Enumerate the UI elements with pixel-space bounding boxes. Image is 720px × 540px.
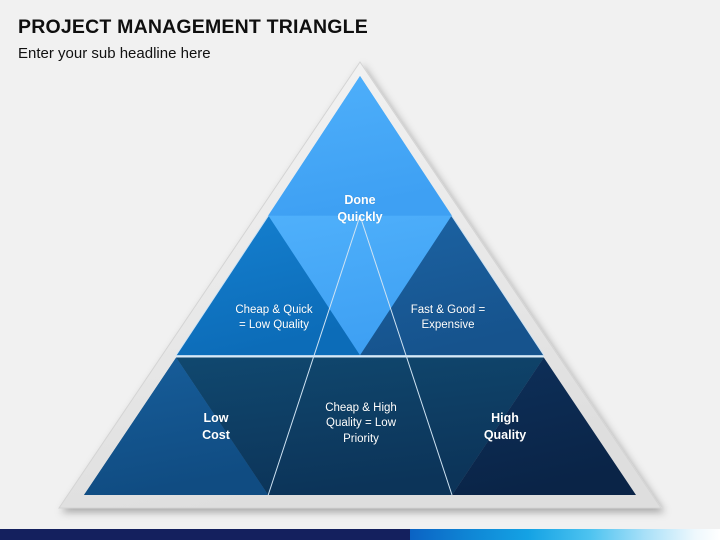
cell-low-cost-top[interactable] <box>84 357 269 496</box>
divider-row1-right <box>451 215 545 356</box>
slide-header: PROJECT MANAGEMENT TRIANGLE Enter your s… <box>18 16 368 62</box>
page-subtitle: Enter your sub headline here <box>18 45 211 62</box>
divider-center-right <box>359 215 453 496</box>
cell-fast-and-good[interactable] <box>360 215 544 356</box>
footer-bar-gradient <box>410 529 720 540</box>
divider-row1-left <box>175 215 269 356</box>
cell-done-quickly-lower[interactable] <box>268 215 452 356</box>
cell-bottom-center-fill <box>176 357 544 495</box>
cell-done-quickly-apex[interactable] <box>268 76 452 216</box>
footer-accent-bar <box>0 529 720 540</box>
cell-cheap-and-quick[interactable] <box>176 215 360 356</box>
divider-center-left <box>267 215 361 496</box>
page-title: PROJECT MANAGEMENT TRIANGLE <box>18 16 368 38</box>
triangle-inner-group <box>84 76 636 496</box>
cell-high-quality[interactable] <box>452 357 636 496</box>
footer-bar-solid <box>0 529 411 540</box>
